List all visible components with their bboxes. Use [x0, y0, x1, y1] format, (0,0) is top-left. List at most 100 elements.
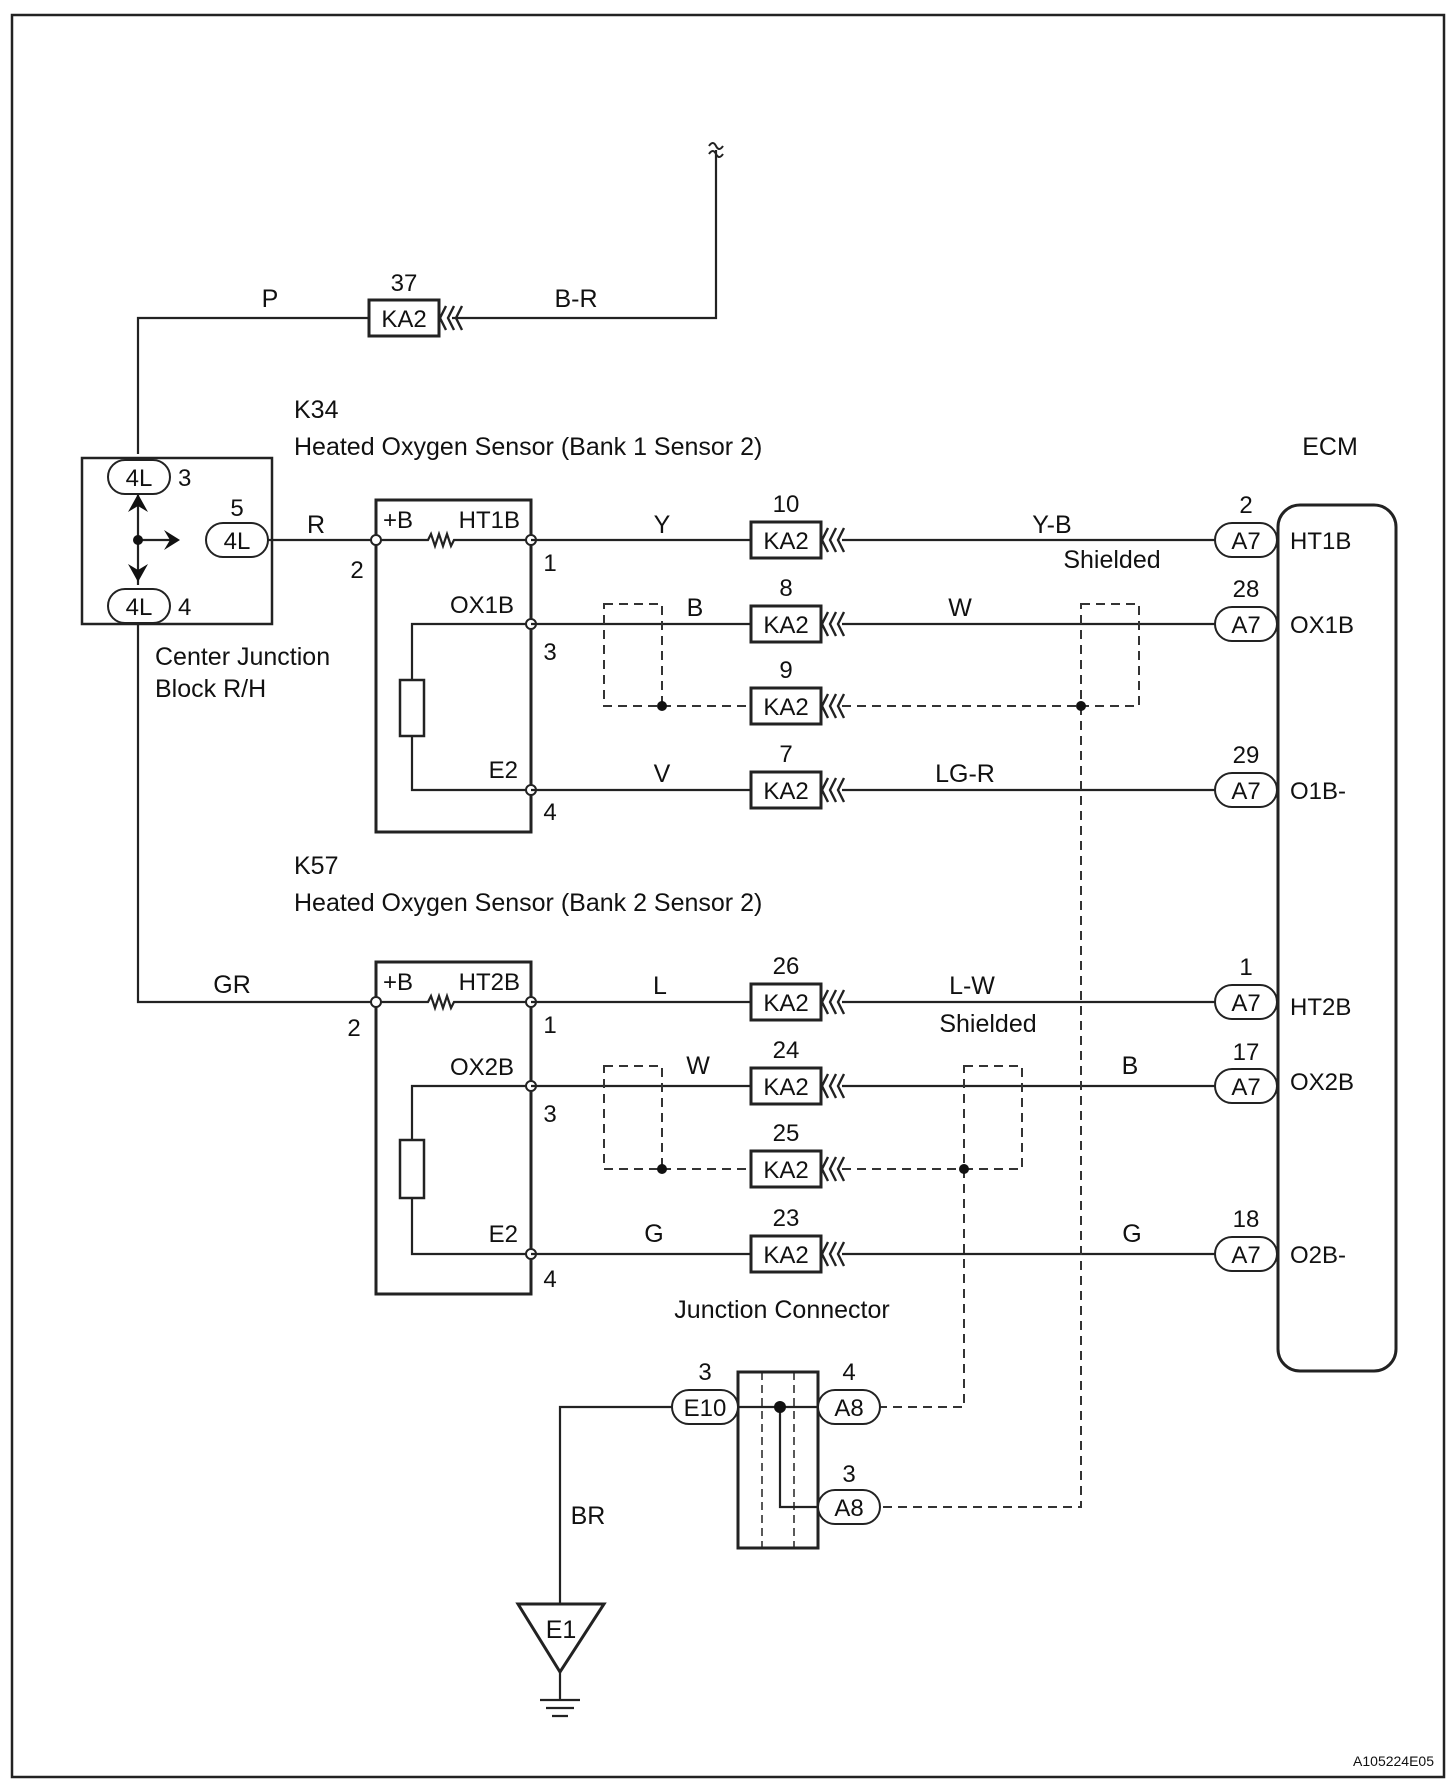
sensor1-name: Heated Oxygen Sensor (Bank 1 Sensor 2) — [294, 433, 762, 461]
ka2-label: KA2 — [763, 1074, 808, 1101]
ka2-connectors: KA2 KA2 KA2 KA2 KA2 KA2 KA2 KA2 10 8 9 7… — [749, 491, 846, 1274]
ka2-label: KA2 — [763, 778, 808, 805]
wire-color-labels: Y Y-B B W V LG-R L L-W W B G G Shielded … — [644, 511, 1160, 1248]
ecm-pin-number: 1 — [1239, 954, 1252, 981]
a8-label: A8 — [834, 1395, 863, 1422]
shielded-label: Shielded — [939, 1010, 1036, 1038]
a8-label: A8 — [834, 1495, 863, 1522]
ka2-pin-number: 24 — [773, 1037, 800, 1064]
ground-point-e1: E1 — [546, 1616, 577, 1644]
sensor2-heater-label: HT2B — [459, 969, 520, 996]
sensor2-supply-label: +B — [383, 969, 413, 996]
e10-pin-number: 3 — [698, 1359, 711, 1386]
wire-color: Y-B — [1032, 511, 1071, 539]
jb-pin-3: 3 — [178, 465, 191, 492]
jb-pin-5: 5 — [230, 495, 243, 522]
shield-lines — [603, 603, 1140, 1508]
wire-color-gr: GR — [213, 971, 251, 999]
power-feed: 37 KA2 P B-R — [136, 142, 724, 454]
page-frame — [10, 13, 1446, 1779]
ka2-pin-number: 7 — [779, 741, 792, 768]
a7-label: A7 — [1231, 612, 1260, 639]
sensor2-code: K57 — [294, 852, 338, 880]
sensor1-signal-label: OX1B — [450, 592, 514, 619]
ka2-pin-number: 26 — [773, 953, 800, 980]
ecm-terminal: O2B- — [1290, 1242, 1346, 1269]
ecm-pin-number: 17 — [1233, 1039, 1260, 1066]
ka2-connector-label: KA2 — [381, 306, 426, 333]
sensor2-pin-1: 1 — [543, 1012, 556, 1039]
sensor1-pin-3: 3 — [543, 639, 556, 666]
a7-label: A7 — [1231, 528, 1260, 555]
jb-connector-bot: 4L — [126, 594, 153, 621]
ecm-terminal: OX1B — [1290, 612, 1354, 639]
sensor2-signal-label: OX2B — [450, 1054, 514, 1081]
ka2-label: KA2 — [763, 1157, 808, 1184]
wire-color: B — [1122, 1052, 1139, 1080]
sensor2-pin-2: 2 — [347, 1015, 360, 1042]
wire-color-b-r: B-R — [554, 285, 597, 313]
junction-connector: Junction Connector E10 A8 A8 3 4 3 — [671, 1296, 890, 1550]
a7-label: A7 — [1231, 1074, 1260, 1101]
junction-connector-label: Junction Connector — [674, 1296, 889, 1324]
ka2-label: KA2 — [763, 528, 808, 555]
sensor1-supply-label: +B — [383, 507, 413, 534]
ka2-pin-number: 10 — [773, 491, 800, 518]
wire-color-br: BR — [571, 1502, 606, 1530]
ecm-terminal: HT1B — [1290, 528, 1351, 555]
jb-pin-4: 4 — [178, 594, 191, 621]
wire-color: G — [1122, 1220, 1141, 1248]
shielded-label: Shielded — [1063, 546, 1160, 574]
ecm: ECM A7 A7 A7 A7 A7 A7 2 28 29 1 17 18 HT… — [1214, 433, 1398, 1373]
figure-id: A105224E05 — [1353, 1753, 1434, 1769]
ecm-terminal: O1B- — [1290, 778, 1346, 805]
ecm-pin-number: 2 — [1239, 492, 1252, 519]
wire-color: W — [948, 594, 972, 622]
ecm-terminal: OX2B — [1290, 1069, 1354, 1096]
wire-color-r: R — [307, 511, 325, 539]
sensor1-pin-1: 1 — [543, 550, 556, 577]
sensor1-heater-label: HT1B — [459, 507, 520, 534]
jb-label-line2: Block R/H — [155, 675, 266, 703]
signal-wires — [531, 538, 1216, 1256]
sensor-k34: K34 Heated Oxygen Sensor (Bank 1 Sensor … — [294, 396, 762, 834]
ka2-pin-number: 25 — [773, 1120, 800, 1147]
ka2-label: KA2 — [763, 990, 808, 1017]
ecm-pin-number: 18 — [1233, 1206, 1260, 1233]
ka2-pin-number: 23 — [773, 1205, 800, 1232]
sensor1-pin-2: 2 — [350, 557, 363, 584]
wire-color: G — [644, 1220, 663, 1248]
wire-color-p: P — [262, 285, 279, 313]
center-junction-block: 4L 4L 4L 3 5 4 Center Junction Block R/H — [80, 456, 330, 703]
sensor1-ground-label: E2 — [489, 757, 518, 784]
ka2-label: KA2 — [763, 694, 808, 721]
jb-label-line1: Center Junction — [155, 643, 330, 671]
jb-connector-top: 4L — [126, 465, 153, 492]
sensor2-name: Heated Oxygen Sensor (Bank 2 Sensor 2) — [294, 889, 762, 917]
sensor-k57: K57 Heated Oxygen Sensor (Bank 2 Sensor … — [294, 852, 762, 1296]
sensor2-ground-label: E2 — [489, 1221, 518, 1248]
wire-color: W — [686, 1052, 710, 1080]
ecm-terminal: HT2B — [1290, 994, 1351, 1021]
ka2-pin-number: 9 — [779, 657, 792, 684]
ka2-pin-number: 8 — [779, 575, 792, 602]
jb-connector-mid: 4L — [224, 528, 251, 555]
a7-label: A7 — [1231, 990, 1260, 1017]
sensor1-code: K34 — [294, 396, 339, 424]
wire-color: L-W — [949, 972, 995, 1000]
a8-pin-number: 3 — [842, 1461, 855, 1488]
ka2-label: KA2 — [763, 612, 808, 639]
wire-color: B — [687, 594, 704, 622]
e10-label: E10 — [684, 1395, 727, 1422]
ka2-label: KA2 — [763, 1242, 808, 1269]
ecm-label: ECM — [1302, 433, 1358, 461]
ground-icon — [540, 1672, 580, 1718]
wire-color: LG-R — [935, 760, 995, 788]
sensor2-pin-4: 4 — [543, 1266, 556, 1293]
a7-label: A7 — [1231, 1242, 1260, 1269]
wire-color: V — [654, 760, 671, 788]
ecm-pin-number: 28 — [1233, 576, 1260, 603]
ka2-pin-37: 37 — [391, 270, 418, 297]
wire-color: Y — [654, 511, 671, 539]
